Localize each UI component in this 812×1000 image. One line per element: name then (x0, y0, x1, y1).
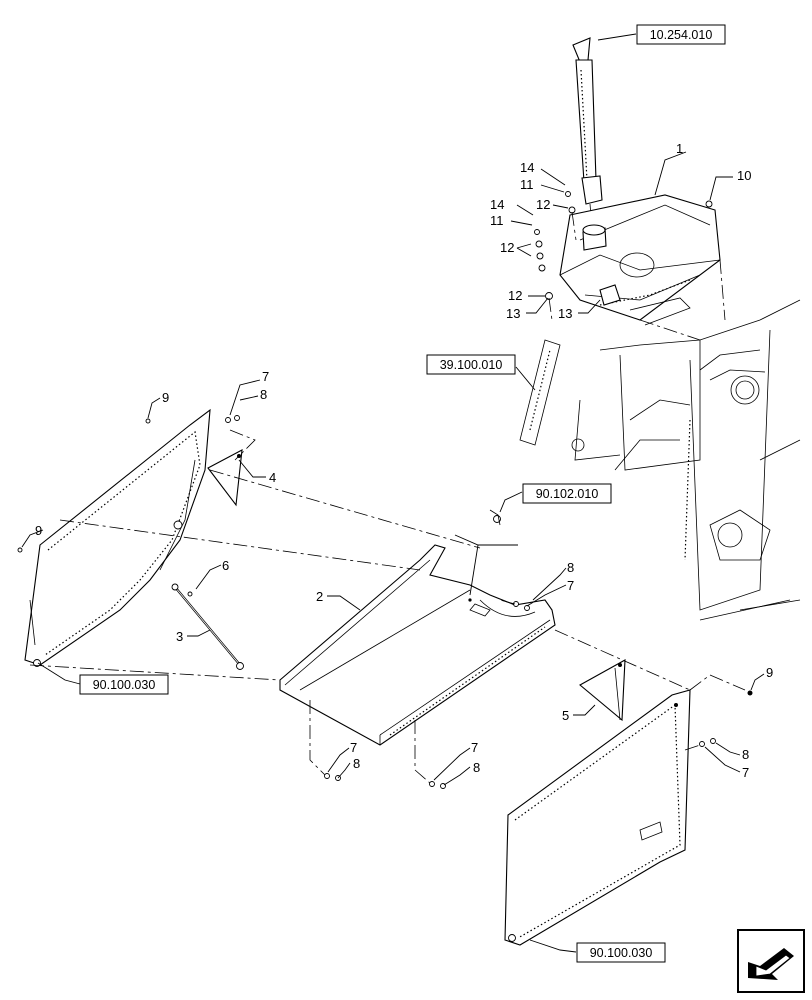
callout-9-top: 9 (162, 390, 169, 405)
callout-7-bottom-left: 7 (350, 740, 357, 755)
callout-7-top: 7 (262, 369, 269, 384)
callout-8-right: 8 (742, 747, 749, 762)
fasteners (17, 415, 753, 789)
ref-label-frame: 39.100.010 (440, 358, 503, 372)
callout-7-right: 7 (742, 765, 749, 780)
ref-box-left-door[interactable]: 90.100.030 (79, 674, 169, 695)
callout-12-upper: 12 (536, 197, 550, 212)
next-page-arrow-icon[interactable] (737, 929, 805, 993)
callout-7-tray: 7 (567, 578, 574, 593)
ref-label-left-door: 90.100.030 (93, 678, 156, 692)
assembly-lines (29, 259, 746, 784)
callout-1: 1 (676, 141, 683, 156)
ref-box-frame[interactable]: 39.100.010 (426, 354, 516, 375)
callout-numbers: 1 2 3 4 5 6 7 7 7 7 7 8 8 8 8 8 9 9 9 10… (35, 141, 773, 780)
callout-8-top: 8 (260, 387, 267, 402)
callout-2: 2 (316, 589, 323, 604)
exhaust-pipe (572, 37, 603, 229)
callout-14-lower: 14 (490, 197, 504, 212)
floor-tray-part-2 (279, 544, 556, 746)
left-door-panel (24, 408, 211, 667)
callout-8-bottom-left: 8 (353, 756, 360, 771)
callout-13-right: 13 (558, 306, 572, 321)
ref-label-fitting: 90.102.010 (536, 487, 599, 501)
callout-9-left: 9 (35, 523, 42, 538)
callout-9-right: 9 (766, 665, 773, 680)
ref-label-exhaust: 10.254.010 (650, 28, 713, 42)
ref-box-right-door[interactable]: 90.100.030 (576, 942, 666, 963)
callout-12-mid: 12 (500, 240, 514, 255)
callout-14-upper: 14 (520, 160, 534, 175)
hardware-stack (534, 191, 713, 321)
callout-10: 10 (737, 168, 751, 183)
callout-11-lower: 11 (490, 213, 504, 228)
ref-label-right-door: 90.100.030 (590, 946, 653, 960)
ref-box-fitting[interactable]: 90.102.010 (522, 483, 612, 504)
right-door-panel (504, 689, 691, 946)
callout-4: 4 (269, 470, 276, 485)
ref-box-exhaust[interactable]: 10.254.010 (636, 24, 726, 45)
callout-8-bottom-right: 8 (473, 760, 480, 775)
callout-12-lower: 12 (508, 288, 522, 303)
support-rod-part-3 (171, 583, 244, 670)
leader-lines (21, 33, 765, 953)
callout-7-bottom-right: 7 (471, 740, 478, 755)
callout-8-tray: 8 (567, 560, 574, 575)
callout-5: 5 (562, 708, 569, 723)
hood-cover-part (559, 194, 721, 326)
callout-13-left: 13 (506, 306, 520, 321)
bracket-part-5 (579, 659, 626, 722)
callout-6: 6 (222, 558, 229, 573)
callout-3: 3 (176, 629, 183, 644)
callout-11-upper: 11 (520, 177, 534, 192)
